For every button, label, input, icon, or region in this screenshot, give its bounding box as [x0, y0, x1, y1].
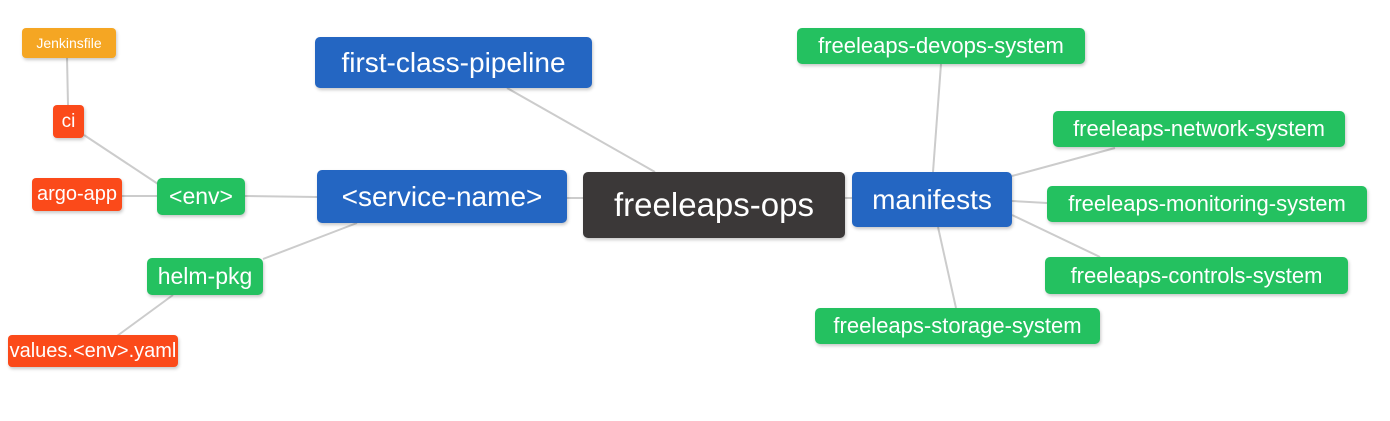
- node-env[interactable]: <env>: [157, 178, 245, 215]
- node-values-env-yaml[interactable]: values.<env>.yaml: [8, 335, 178, 367]
- node-jenkinsfile[interactable]: Jenkinsfile: [22, 28, 116, 58]
- node-argo-app[interactable]: argo-app: [32, 178, 122, 211]
- edge-env-ci: [83, 134, 159, 185]
- node-freeleaps-ops[interactable]: freeleaps-ops: [583, 172, 845, 238]
- node-freeleaps-monitoring-system[interactable]: freeleaps-monitoring-system: [1047, 186, 1367, 222]
- node-freeleaps-devops-system[interactable]: freeleaps-devops-system: [797, 28, 1085, 64]
- node-first-class-pipeline[interactable]: first-class-pipeline: [315, 37, 592, 88]
- edge-manifests-monitoring-system: [1011, 200, 1048, 204]
- node-freeleaps-network-system[interactable]: freeleaps-network-system: [1053, 111, 1345, 147]
- edge-service-name-helm-pkg: [262, 222, 358, 260]
- edge-ci-jenkinsfile: [66, 56, 69, 106]
- edge-ops-first-class-pipeline: [506, 87, 656, 173]
- node-freeleaps-storage-system[interactable]: freeleaps-storage-system: [815, 308, 1100, 344]
- edge-service-name-env: [244, 195, 318, 198]
- node-manifests[interactable]: manifests: [852, 172, 1012, 227]
- edge-helm-pkg-values: [116, 294, 174, 337]
- node-ci[interactable]: ci: [53, 105, 84, 138]
- node-service-name[interactable]: <service-name>: [317, 170, 567, 223]
- edge-manifests-devops-system: [932, 63, 942, 173]
- node-helm-pkg[interactable]: helm-pkg: [147, 258, 263, 295]
- edge-manifests-storage-system: [937, 226, 957, 309]
- edge-manifests-controls-system: [1011, 214, 1101, 258]
- edge-manifests-network-system: [1011, 147, 1116, 177]
- node-freeleaps-controls-system[interactable]: freeleaps-controls-system: [1045, 257, 1348, 294]
